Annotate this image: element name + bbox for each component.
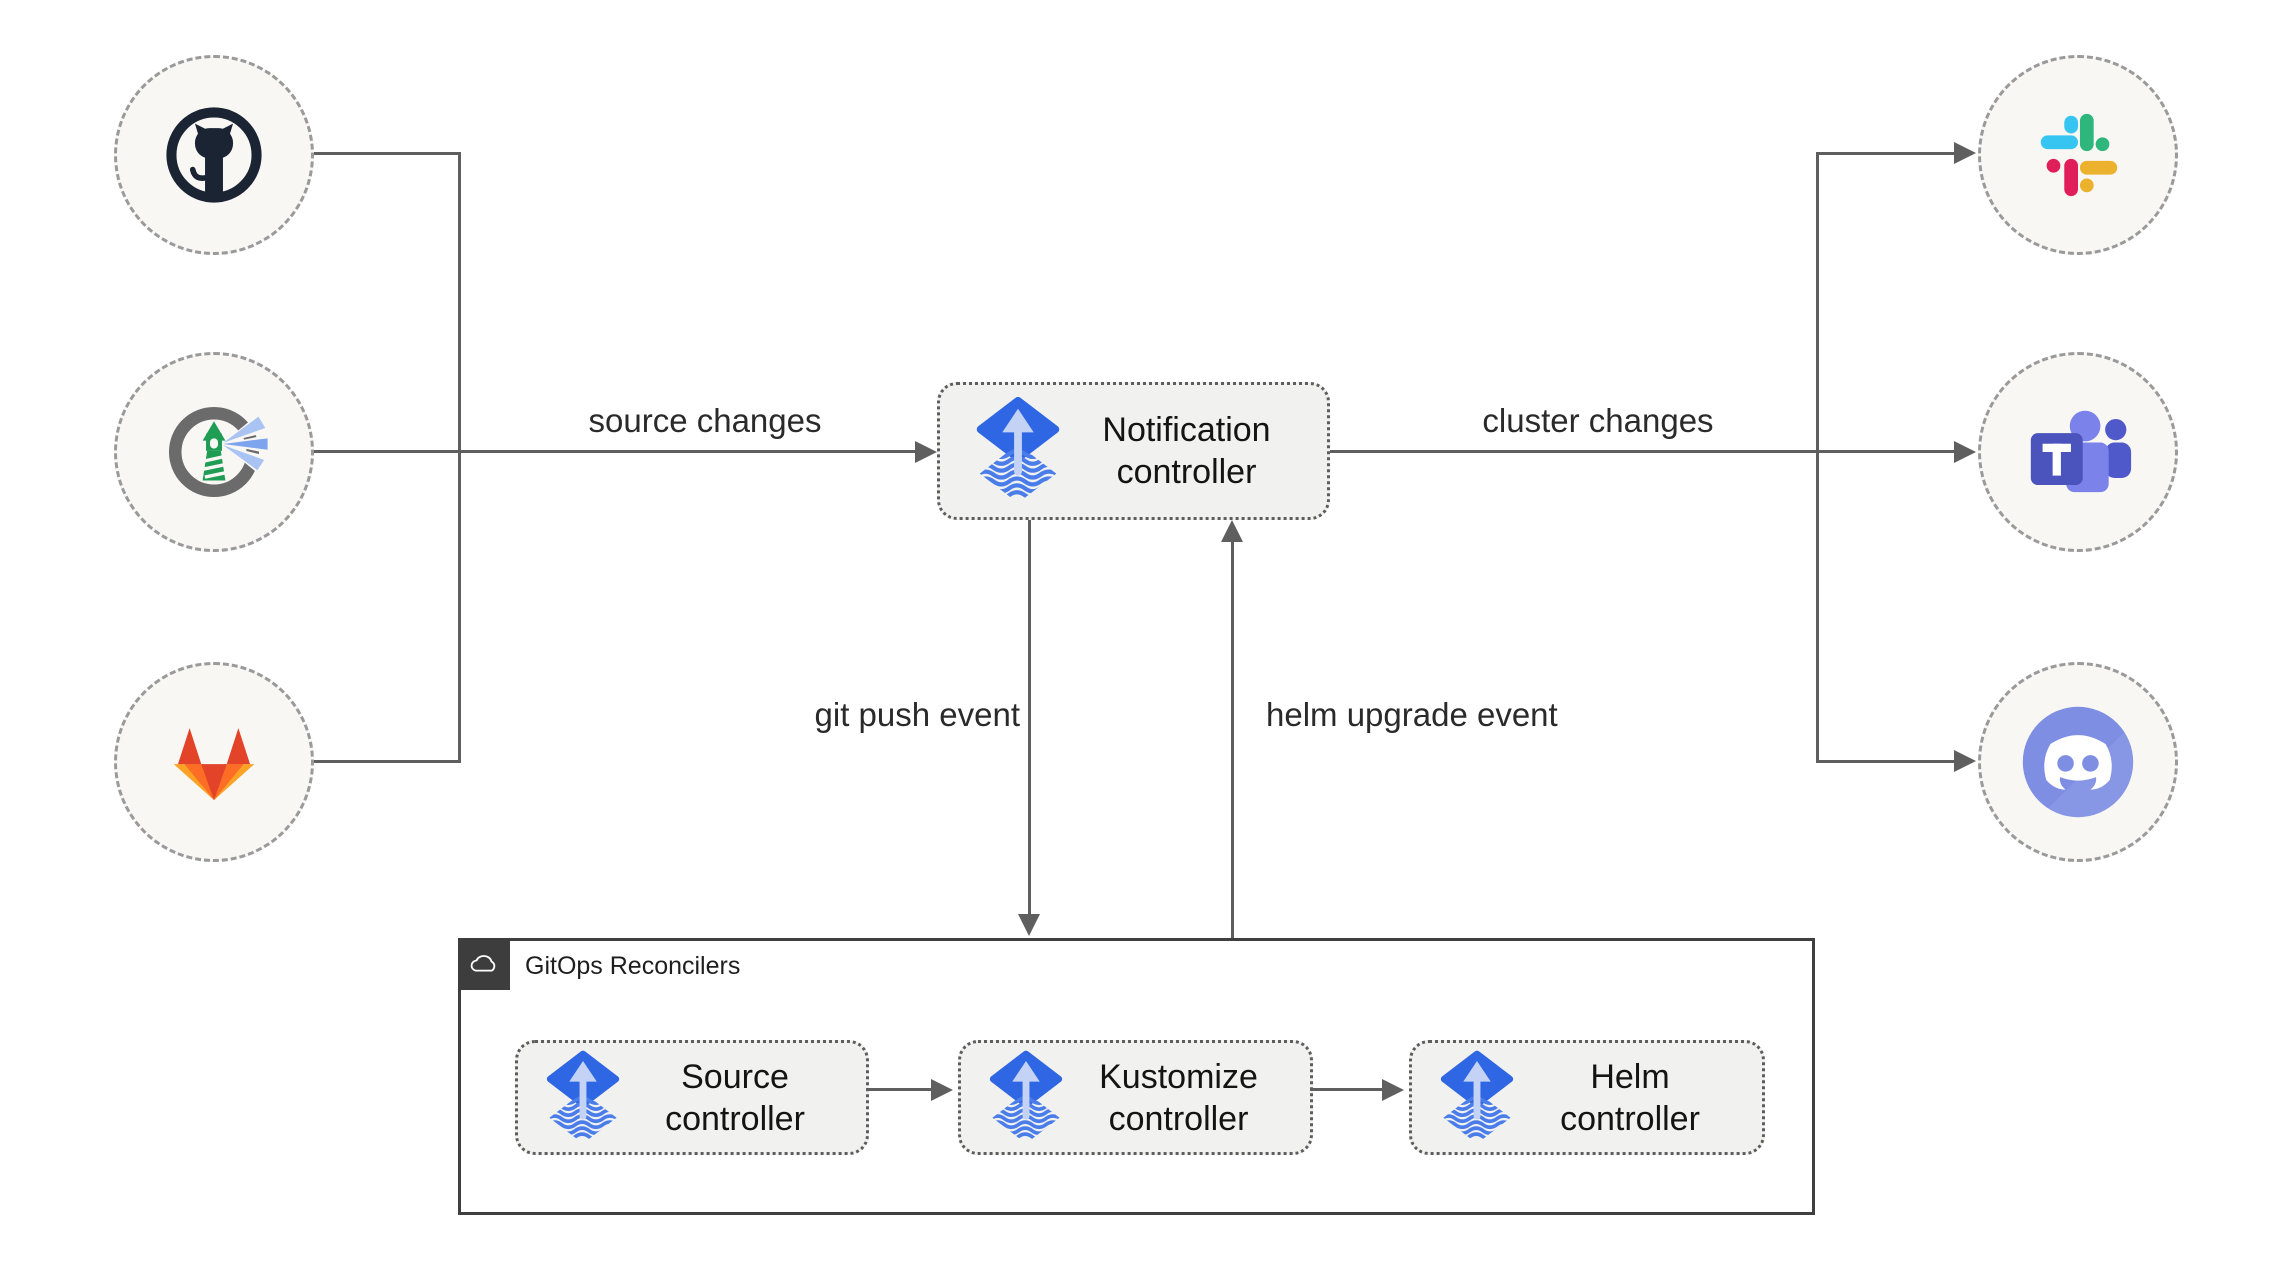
arrowhead-into-notification-bottom <box>1221 520 1243 542</box>
node-gitlab <box>114 662 314 862</box>
helm-controller-box: Helm controller <box>1409 1040 1765 1155</box>
node-slack <box>1978 55 2178 255</box>
arrowhead-into-notification <box>915 441 937 463</box>
kustomize-controller-box: Kustomize controller <box>958 1040 1313 1155</box>
label-source-changes: source changes <box>588 402 822 439</box>
edge-bus-to-teams <box>1818 450 1954 453</box>
group-badge <box>458 938 510 990</box>
arrowhead-into-kustomize <box>931 1079 953 1101</box>
flux-icon <box>1440 1050 1514 1141</box>
arrowhead-into-reconcilers <box>1018 914 1040 936</box>
group-title: GitOps Reconcilers <box>525 952 741 980</box>
arrowhead-into-helm <box>1382 1079 1404 1101</box>
label-git-push-event: git push event <box>814 696 1020 733</box>
source-controller-box: Source controller <box>515 1040 869 1155</box>
teams-icon <box>2030 410 2132 493</box>
gitops-reconcilers-group: GitOps Reconcilers Source controller <box>458 938 1815 1215</box>
arrowhead-into-slack <box>1954 142 1976 164</box>
node-harbor <box>114 352 314 552</box>
edge-gitlab-to-bus <box>314 760 460 763</box>
flux-icon <box>546 1050 620 1141</box>
notification-controller-label: Notification controller <box>1102 411 1271 491</box>
kustomize-controller-label: Kustomize controller <box>1099 1057 1258 1138</box>
github-icon <box>166 107 262 203</box>
node-teams <box>1978 352 2178 552</box>
arrowhead-into-teams <box>1954 441 1976 463</box>
edge-source-to-kustomize <box>866 1088 933 1091</box>
flux-icon <box>976 397 1060 501</box>
helm-controller-label: Helm controller <box>1560 1057 1700 1138</box>
cloud-icon <box>470 955 496 972</box>
node-github <box>114 55 314 255</box>
notification-controller-box: Notification controller <box>937 382 1330 520</box>
edge-notification-to-bus <box>1330 450 1818 453</box>
label-cluster-changes: cluster changes <box>1482 402 1714 439</box>
edge-helm-upgrade-event <box>1231 541 1234 938</box>
edge-sources-to-notification <box>314 450 917 453</box>
node-discord <box>1978 662 2178 862</box>
label-helm-upgrade-event: helm upgrade event <box>1266 696 1558 733</box>
edge-bus-to-slack <box>1816 152 1954 155</box>
edge-bus-to-discord <box>1816 760 1954 763</box>
flux-icon <box>989 1050 1063 1141</box>
discord-icon <box>2022 706 2136 820</box>
edge-github-to-bus <box>314 152 460 155</box>
edge-git-push-event <box>1028 520 1031 916</box>
edge-kustomize-to-helm <box>1310 1088 1384 1091</box>
source-controller-label: Source controller <box>665 1057 805 1138</box>
edge-right-bus <box>1816 152 1819 763</box>
gitlab-icon <box>173 728 255 801</box>
arrowhead-into-discord <box>1954 750 1976 772</box>
edge-left-bus <box>458 152 461 763</box>
slack-icon <box>2040 113 2118 197</box>
harbor-icon <box>168 406 271 498</box>
